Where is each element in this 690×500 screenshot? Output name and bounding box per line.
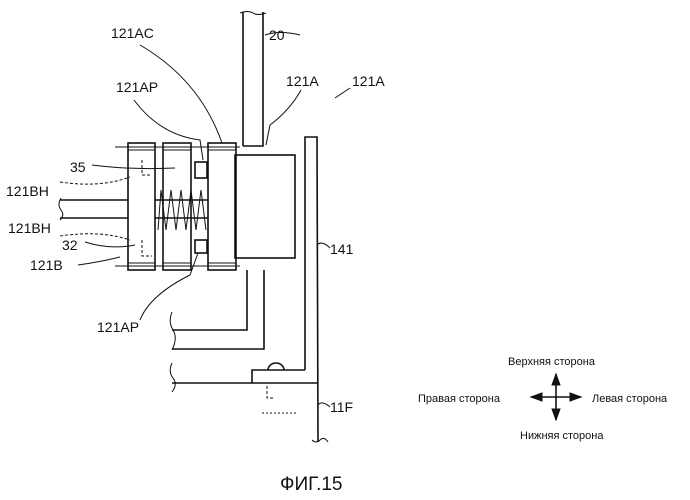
label-35: 35 <box>70 159 86 175</box>
label-121BH-top: 121BH <box>6 183 49 199</box>
projection-121AP-top <box>195 162 207 178</box>
label-121A-body: 121A <box>286 73 319 89</box>
lower-bracket <box>170 270 264 350</box>
label-20: 20 <box>269 27 285 43</box>
figure-caption: ФИГ.15 <box>280 474 342 495</box>
direction-left-label: Правая сторона <box>418 393 501 405</box>
label-11F: 11F <box>330 399 353 415</box>
label-121AP-bottom: 121AP <box>97 319 139 335</box>
part-20 <box>240 12 266 147</box>
direction-cross-icon <box>531 374 581 420</box>
label-121AP-top: 121AP <box>116 79 158 95</box>
direction-down-label: Нижняя сторона <box>520 430 604 442</box>
plate-141 <box>305 137 328 442</box>
base-11F <box>170 363 318 413</box>
label-141: 141 <box>330 241 354 257</box>
flanges <box>115 143 240 270</box>
label-121B: 121B <box>30 257 63 273</box>
direction-right-label: Левая сторона <box>592 393 668 405</box>
projection-121AP-bottom <box>195 240 207 253</box>
label-121BH-bottom: 121BH <box>8 220 51 236</box>
label-32: 32 <box>62 237 78 253</box>
body-121A <box>235 155 295 258</box>
shaft <box>59 198 208 220</box>
spring <box>158 190 206 230</box>
direction-up-label: Верхняя сторона <box>508 356 596 368</box>
label-121AC: 121AC <box>111 25 154 41</box>
label-121A-assembly: 121A <box>352 73 385 89</box>
